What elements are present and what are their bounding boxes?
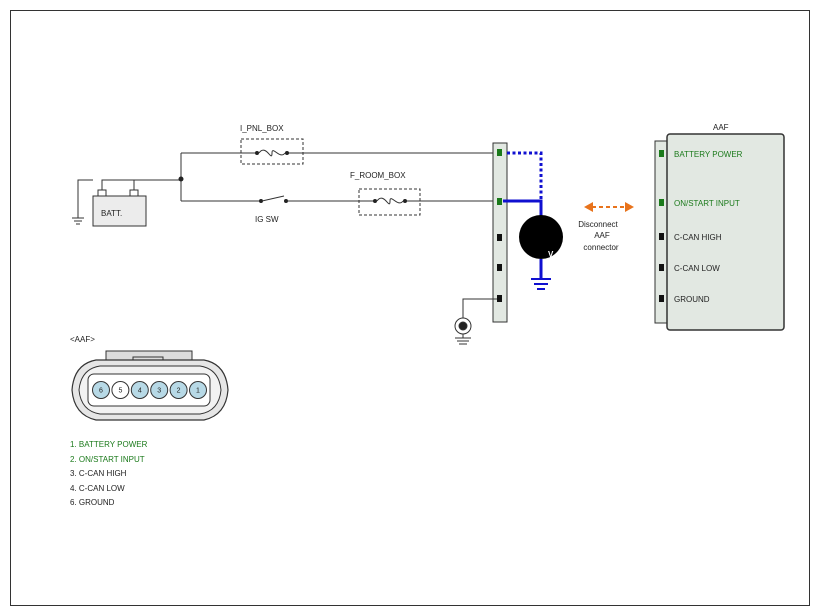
connector-pin (150, 381, 169, 399)
connector-title: <AAF> (70, 335, 95, 344)
aaf-connector-drawing: 6 5 4 3 2 1 (71, 350, 229, 421)
ignition-circuit: IG SW F_ROOM_BOX (181, 171, 495, 224)
ignition-switch-icon (261, 195, 285, 202)
connector-pin-number: 1 (196, 388, 200, 395)
f-room-box-label: F_ROOM_BOX (350, 171, 406, 180)
aaf-module: AAF BATTERY POWER ON/START INPUT C-CAN HIG… (654, 123, 785, 331)
connector-pin-number: 4 (138, 388, 142, 395)
connector-pin (189, 381, 207, 399)
aaf-pin-label: C-CAN HIGH (674, 233, 722, 242)
disconnect-arrow-icon (584, 202, 634, 212)
voltmeter: V (519, 215, 563, 259)
fuse-icon (258, 149, 286, 157)
junction-dot (178, 176, 184, 182)
aaf-pin-label: BATTERY POWER (674, 150, 743, 159)
pin-legend: 1. BATTERY POWER 2. ON/START INPUT 3. C-CA… (70, 438, 147, 511)
aaf-pin-terminal (659, 295, 664, 302)
connector-pin-number: 6 (99, 388, 103, 395)
ig-sw-label: IG SW (255, 215, 279, 224)
battery: BATT. (92, 189, 147, 227)
ground-symbol (454, 298, 497, 345)
connector-pin (92, 381, 110, 399)
harness-connector (492, 142, 508, 323)
i-pnl-box-label: I_PNL_BOX (240, 124, 284, 133)
disconnect-label-3: connector (583, 243, 618, 252)
aaf-pin-terminal (659, 150, 664, 157)
legend-item: 2. ON/START INPUT (70, 454, 145, 464)
voltmeter-probe-wires (503, 151, 551, 290)
connector-pin-number: 5 (118, 388, 122, 395)
aaf-pin-terminal (659, 199, 664, 206)
legend-item: 4. C-CAN LOW (70, 483, 125, 493)
connector-pin-number: 3 (157, 388, 161, 395)
legend-item: 3. C-CAN HIGH (70, 469, 127, 478)
aaf-pin-terminal (659, 264, 664, 271)
fuse-icon (376, 197, 404, 205)
aaf-title: AAF (713, 123, 729, 132)
disconnect-label-2: AAF (594, 231, 610, 240)
aaf-pin-label: C-CAN LOW (674, 264, 720, 273)
disconnect-label-1: Disconnect (578, 220, 618, 229)
voltmeter-label: V (548, 250, 554, 259)
legend-item: 6. GROUND (70, 498, 115, 507)
i-pnl-box-circuit: I_PNL_BOX (181, 124, 495, 165)
legend-item: 1. BATTERY POWER (70, 440, 148, 449)
connector-pin-number: 2 (177, 388, 181, 395)
connector-pin (130, 381, 149, 399)
battery-label: BATT. (101, 209, 122, 218)
connector-pin (111, 381, 130, 399)
connector-pin (169, 381, 188, 399)
aaf-pin-label: ON/START INPUT (674, 199, 740, 208)
aaf-pin-label: GROUND (674, 295, 710, 304)
diagram-frame (10, 10, 810, 606)
aaf-pin-terminal (659, 233, 664, 240)
